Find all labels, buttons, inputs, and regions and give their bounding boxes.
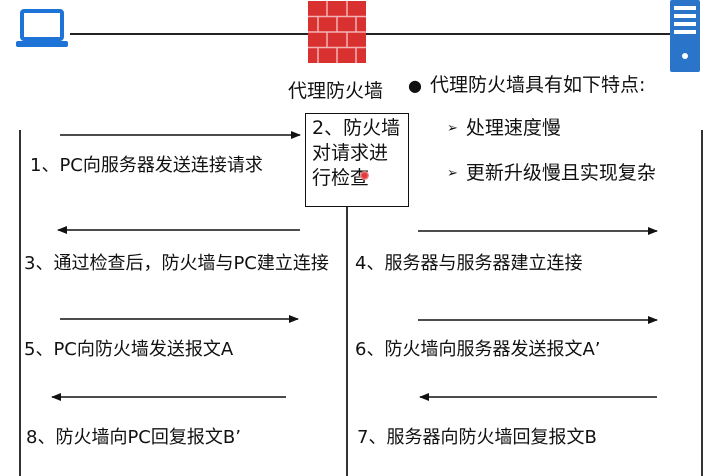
firewall-label: 代理防火墙 [288,80,384,102]
feature-item-text: 处理速度慢 [465,117,561,139]
features-title: ● 代理防火墙具有如下特点: [408,70,645,97]
bullet-icon: ● [408,76,422,95]
arrow-bullet-icon: ➢ [447,121,458,136]
step-1-label: 1、PC向服务器发送连接请求 [30,155,263,176]
firewall-lifeline [346,205,348,476]
step-5-label: 5、PC向防火墙发送报文A [24,339,234,360]
firewall-check-box: 2、防火墙 对请求进 行检查 [305,113,409,207]
server-lifeline [701,130,703,476]
feature-item: ➢ 处理速度慢 [447,113,561,140]
feature-item-text: 更新升级慢且实现复杂 [465,162,656,184]
check-box-line-1: 2、防火墙 [312,117,401,139]
server-icon [670,0,700,72]
network-link-line [70,33,670,35]
pointer-cursor [360,171,369,180]
step-8-label: 8、防火墙向PC回复报文B’ [26,427,241,448]
firewall-brick-icon [308,1,366,63]
feature-item: ➢ 更新升级慢且实现复杂 [447,158,656,185]
pc-lifeline [19,130,21,476]
features-title-text: 代理防火墙具有如下特点: [429,74,646,96]
step-6-label: 6、防火墙向服务器发送报文A’ [355,339,601,360]
check-box-line-2: 对请求进 [312,142,389,164]
laptop-icon [16,9,68,47]
step-3-label: 3、通过检查后，防火墙与PC建立连接 [24,253,329,274]
step-7-label: 7、服务器向防火墙回复报文B [357,427,597,448]
step-4-label: 4、服务器与服务器建立连接 [355,253,583,274]
check-box-line-3: 行检查 [312,167,370,189]
arrow-bullet-icon: ➢ [447,166,458,181]
